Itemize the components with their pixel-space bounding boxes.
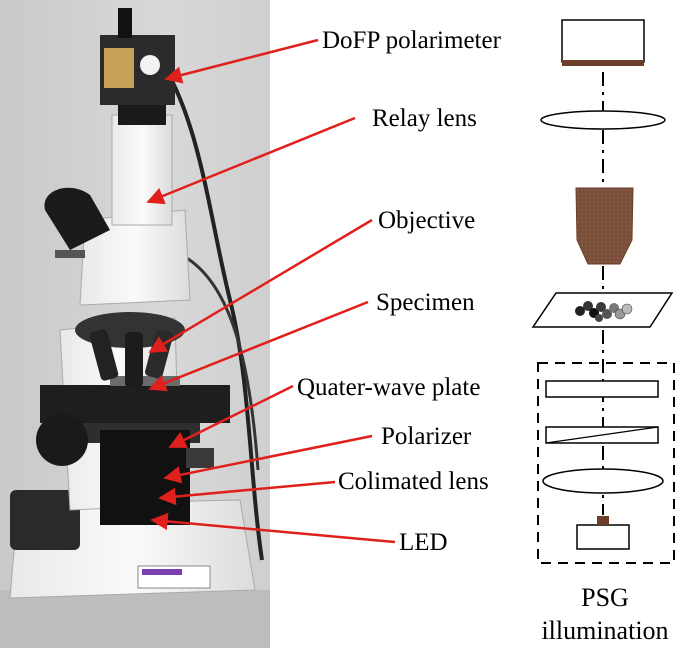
label-polarizer: Polarizer [381, 423, 472, 450]
specimen-cells [575, 301, 633, 322]
arrow-objective [148, 218, 373, 354]
label-objective: Objective [378, 207, 476, 234]
objective-lens-1 [89, 329, 119, 381]
psg-caption-line2: illumination [541, 615, 669, 645]
label-specimen: Specimen [376, 289, 475, 316]
microscope-photo [0, 0, 270, 648]
arrow-collimated [158, 480, 336, 506]
eyepiece [44, 187, 110, 250]
led-body [576, 524, 630, 550]
led-emitter [597, 516, 609, 525]
psg-caption-line1: PSG [581, 583, 629, 612]
collimated-lens [542, 468, 664, 494]
label-relay-lens: Relay lens [372, 105, 477, 132]
dofp-sensor-box [561, 19, 645, 63]
arrow-dofp [164, 38, 319, 84]
arrow-specimen [148, 300, 369, 392]
condenser-tab [186, 448, 214, 468]
callout-arrows [146, 38, 396, 544]
arrow-relay [146, 116, 356, 205]
label-quarter-wave-plate: Quater-wave plate [297, 374, 481, 401]
psg-caption: PSG illumination [520, 582, 685, 647]
power-cable [169, 248, 260, 471]
label-dofp-polarimeter: DoFP polarimeter [322, 27, 501, 54]
barcode-strip [142, 569, 182, 575]
table-surface [0, 590, 270, 648]
arrow-led [150, 512, 396, 544]
relay-lens [540, 110, 666, 130]
objective-shape [575, 187, 634, 265]
head-knob [55, 250, 85, 258]
focus-knob [36, 414, 88, 466]
camera-label [104, 48, 134, 88]
camera-cable [158, 58, 264, 561]
camera-logo [140, 55, 160, 75]
polarizer-diagonal [545, 426, 659, 444]
camera-connector [118, 8, 132, 38]
dofp-sensor-strip [562, 60, 644, 66]
arrow-polarizer [163, 434, 373, 484]
label-led: LED [399, 529, 448, 556]
trinocular-tube [111, 114, 173, 226]
quarter-wave-plate-shape [545, 380, 659, 398]
slide [110, 376, 180, 386]
arrow-quarter-wave [168, 384, 294, 449]
label-collimated-lens: Colimated lens [338, 468, 489, 495]
objective-lens-2 [125, 332, 143, 387]
psg-enclosure [537, 362, 675, 564]
base-panel [10, 490, 80, 550]
